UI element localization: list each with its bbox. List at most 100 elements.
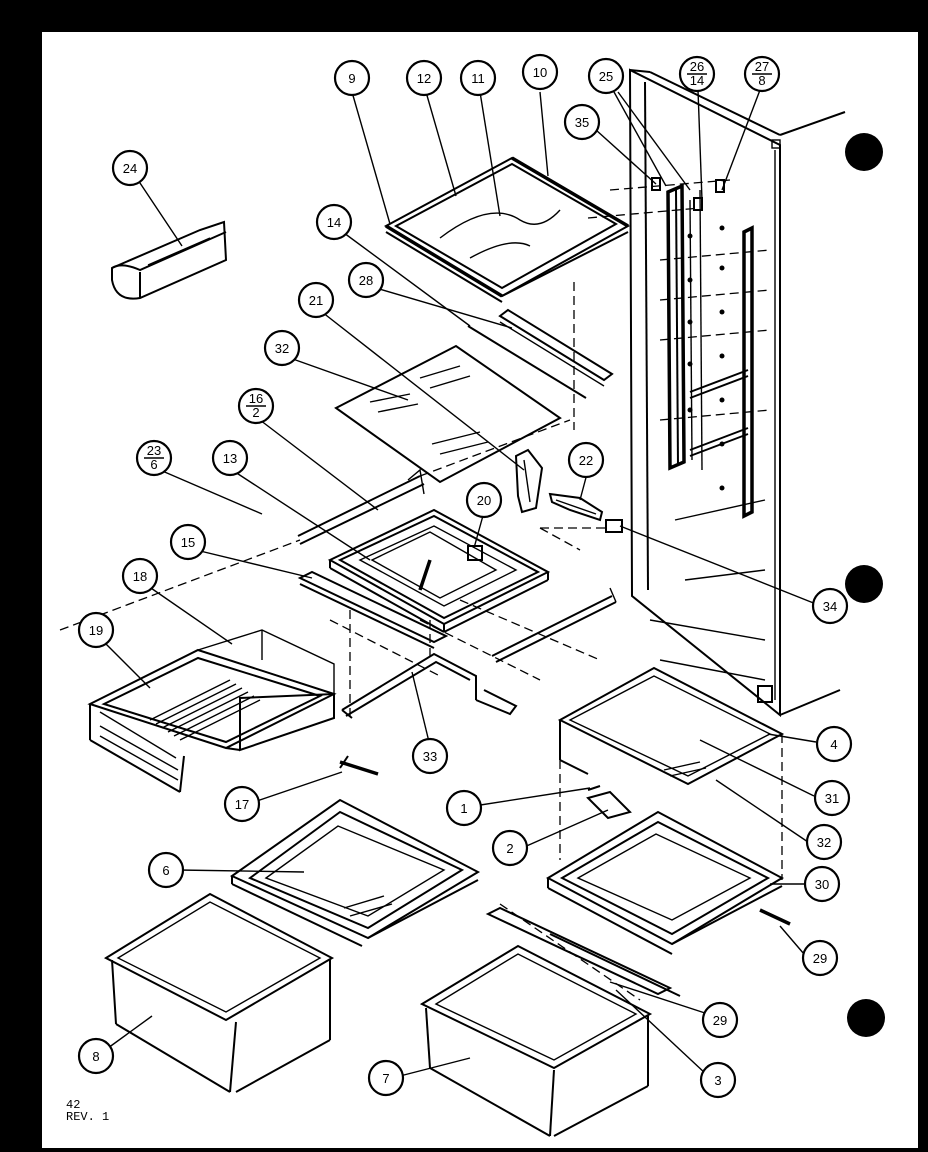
callout-number: 7 [382, 1071, 389, 1086]
part-4-crisper-cover [557, 666, 785, 880]
callout-13: 13 [211, 439, 249, 477]
callout-circle [521, 53, 559, 91]
callout-circle [405, 59, 443, 97]
part-18-19-drawer [59, 539, 441, 793]
part-32-glass-panel [334, 344, 562, 484]
callout-number: 16 [249, 391, 263, 406]
revision-label: REV. 1 [66, 1110, 110, 1124]
callout-circle [315, 203, 353, 241]
part-33-wire-support [341, 610, 518, 720]
callout-number: 9 [348, 71, 355, 86]
callout-subnumber: 14 [690, 73, 704, 88]
callout-circle [811, 587, 849, 625]
callout-22: 22 [567, 441, 605, 479]
callout-number: 14 [327, 215, 341, 230]
callout-subnumber: 8 [758, 73, 765, 88]
callout-15: 15 [169, 523, 207, 561]
callout-circle [211, 439, 249, 477]
binder-hole-middle [845, 565, 883, 603]
part-crisper-frame [327, 508, 551, 633]
crisper-support-rail [419, 587, 617, 681]
callout-number: 27 [755, 59, 769, 74]
callout-circle [445, 789, 483, 827]
leader-lines [103, 89, 817, 1077]
callout-16: 162 [237, 387, 275, 425]
part-6-crisper-cover-frame [229, 798, 481, 947]
callout-number: 18 [133, 569, 147, 584]
callout-31: 31 [813, 779, 851, 817]
callout-circle [563, 103, 601, 141]
part-1-2-small-parts [586, 785, 632, 820]
callout-number: 28 [359, 273, 373, 288]
callout-circle [263, 329, 301, 367]
callout-circle [77, 1037, 115, 1075]
callout-25: 25 [587, 57, 625, 95]
callout-33: 33 [411, 737, 449, 775]
callout-number: 29 [813, 951, 827, 966]
part-29-rails [485, 903, 681, 1001]
callout-number: 10 [533, 65, 547, 80]
callout-28: 28 [347, 261, 385, 299]
callout-number: 23 [147, 443, 161, 458]
part-21-bracket [514, 448, 544, 514]
parts-diagram-sheet [42, 32, 918, 1148]
callout-27: 278 [743, 55, 781, 93]
callout-circle [805, 823, 843, 861]
callout-circle [465, 481, 503, 519]
callout-circle [567, 441, 605, 479]
callout-number: 8 [92, 1049, 99, 1064]
callout-3: 3 [699, 1061, 737, 1099]
callout-circle [347, 261, 385, 299]
callout-20: 20 [465, 481, 503, 519]
callout-17: 17 [223, 785, 261, 823]
callout-number: 13 [223, 451, 237, 466]
callout-circle [333, 59, 371, 97]
callout-11: 11 [459, 59, 497, 97]
callout-number: 32 [275, 341, 289, 356]
callout-number: 4 [830, 737, 837, 752]
callout-35: 35 [563, 103, 601, 141]
callout-7: 7 [367, 1059, 405, 1097]
callout-number: 11 [471, 71, 485, 86]
callout-18: 18 [121, 557, 159, 595]
callout-circle [803, 865, 841, 903]
callout-10: 10 [521, 53, 559, 91]
callout-number: 25 [599, 69, 613, 84]
part-15-trim [297, 570, 449, 649]
callout-circle [111, 149, 149, 187]
callout-19: 19 [77, 611, 115, 649]
callout-34: 34 [811, 587, 849, 625]
page-number: 42 [66, 1098, 81, 1112]
binder-hole-top [845, 133, 883, 171]
callout-circle [223, 785, 261, 823]
callout-1: 1 [445, 789, 483, 827]
cabinet-liner [628, 68, 846, 718]
part-22-bracket [548, 492, 604, 522]
callout-2: 2 [491, 829, 529, 867]
part-30-crisper-frame [545, 810, 791, 955]
binder-hole-bottom [847, 999, 885, 1037]
callout-number: 15 [181, 535, 195, 550]
page-footer: 42 REV. 1 [66, 1099, 109, 1123]
callout-24: 24 [111, 149, 149, 187]
callout-circle [815, 725, 853, 763]
callout-32a: 32 [263, 329, 301, 367]
callout-6: 6 [147, 851, 185, 889]
callout-number: 12 [417, 71, 431, 86]
callout-number: 30 [815, 877, 829, 892]
part-7-crisper-pan [419, 944, 653, 1137]
callout-circle [367, 1059, 405, 1097]
part-24-utility-bin [111, 220, 228, 300]
callout-number: 20 [477, 493, 491, 508]
callout-29b: 29 [701, 1001, 739, 1039]
callout-number: 35 [575, 115, 589, 130]
callout-number: 33 [423, 749, 437, 764]
callout-circle [411, 737, 449, 775]
callout-12: 12 [405, 59, 443, 97]
callout-number: 24 [123, 161, 137, 176]
callout-9: 9 [333, 59, 371, 97]
callout-14: 14 [315, 203, 353, 241]
callout-number: 2 [506, 841, 513, 856]
